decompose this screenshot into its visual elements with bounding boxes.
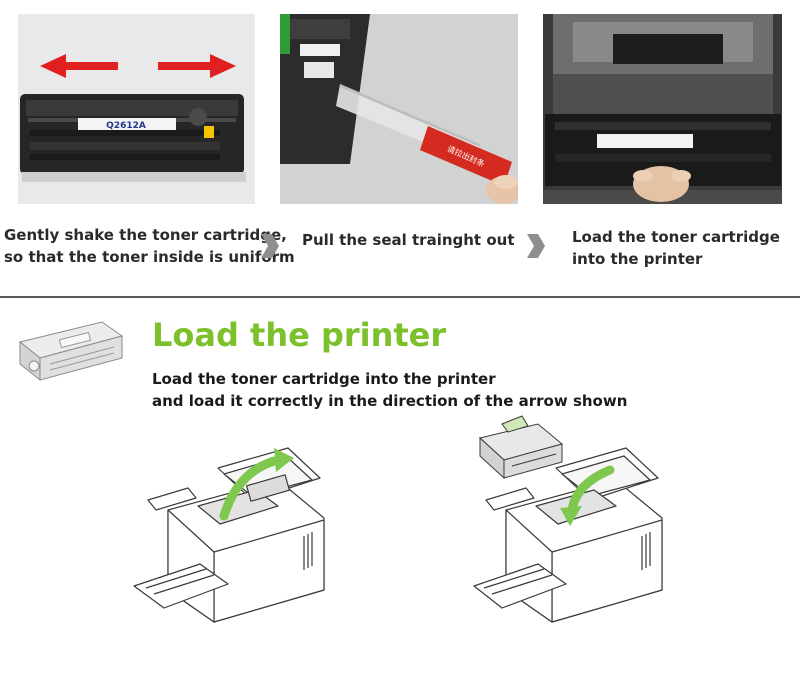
step-3-line-2: into the printer	[572, 250, 703, 268]
step-3-line-1: Load the toner cartridge	[572, 228, 780, 246]
step-2-line-1: Pull the seal trainght out	[302, 231, 515, 249]
step-2-caption: Pull the seal trainght out	[302, 229, 514, 251]
photo-load-printer	[543, 14, 782, 204]
photo-pull-seal: 请拉出封条	[280, 14, 518, 204]
cartridge-icon	[18, 321, 124, 382]
toner-cartridge-image: Q2612A	[20, 94, 246, 182]
printer-open-lid-illustration	[133, 447, 325, 623]
printer-insert-cartridge-illustration	[473, 415, 663, 623]
section-divider	[0, 296, 800, 298]
photo-shake-cartridge: Q2612A	[18, 14, 255, 204]
cartridge-being-inserted	[478, 415, 564, 480]
cartridge-label: Q2612A	[106, 121, 146, 131]
chevron-right-icon	[261, 234, 279, 258]
step-1-line-2: so that the toner inside is uniform	[4, 248, 295, 266]
lid-open-arrow	[219, 448, 294, 521]
shake-arrow-left-icon	[40, 54, 118, 78]
chevron-right-icon	[527, 234, 545, 258]
section-title: Load the printer	[152, 316, 447, 354]
insert-direction-arrow	[560, 465, 615, 526]
instruction-line-2: and load it correctly in the direction o…	[152, 392, 628, 410]
instruction-line-1: Load the toner cartridge into the printe…	[152, 370, 496, 388]
step-3-caption: Load the toner cartridge into the printe…	[572, 226, 780, 270]
step-1-line-1: Gently shake the toner cartridge,	[4, 226, 287, 244]
shake-arrow-right-icon	[158, 54, 236, 78]
step-1-caption: Gently shake the toner cartridge, so tha…	[4, 224, 295, 268]
